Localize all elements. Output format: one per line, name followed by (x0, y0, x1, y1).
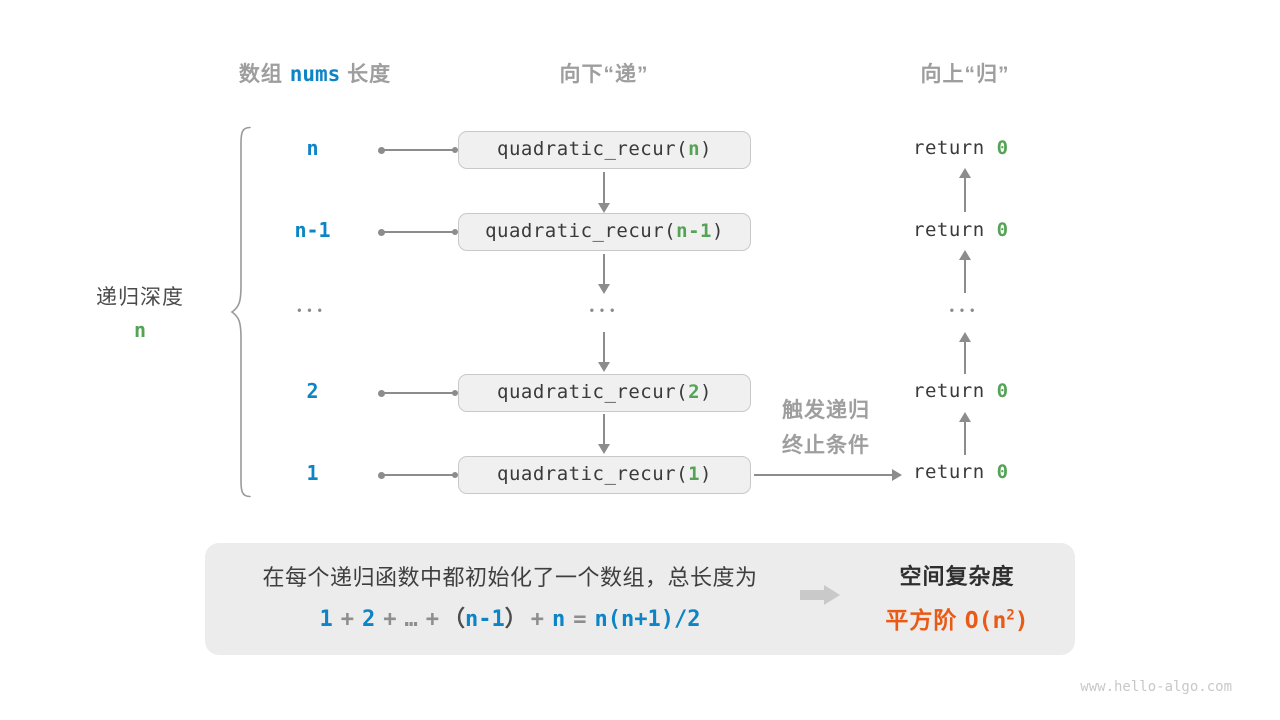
connector-dot (452, 390, 458, 396)
header-array-pre: 数组 (238, 63, 290, 86)
connector-line (378, 228, 458, 236)
header-array-length: 数组 nums 长度 (200, 58, 430, 88)
call-box-1: quadratic_recur(1) (458, 456, 751, 494)
trigger-note-line2: 终止条件 (782, 434, 870, 457)
summary-formula: 1+2+…+（n-1）+n=n(n+1)/2 (319, 607, 701, 632)
trigger-note-line1: 触发递归 (782, 399, 870, 422)
connector-dot (378, 389, 385, 397)
arrow-down-icon (598, 254, 610, 294)
arrow-down-icon (598, 332, 610, 372)
summary-text: 在每个递归函数中都初始化了一个数组，总长度为 (262, 565, 758, 590)
arrow-up-icon (959, 412, 971, 455)
arrow-up-icon (959, 250, 971, 293)
connector-line (378, 146, 458, 154)
row-label-n-1: n-1 (294, 218, 331, 242)
connector-dot (452, 229, 458, 235)
header-nums-code: nums (289, 62, 341, 86)
complexity-title: 空间复杂度 (899, 564, 1015, 589)
row-label-1: 1 (306, 461, 319, 485)
depth-label: 递归深度 (96, 286, 184, 309)
connector-dot (452, 472, 458, 478)
return-statement: return 0 (913, 380, 1009, 402)
ellipsis-calls: ••• (589, 303, 621, 317)
connector-line (378, 471, 458, 479)
summary-panel (205, 543, 1075, 655)
arrow-up-icon (959, 332, 971, 374)
arrow-up-icon (959, 168, 971, 212)
ellipsis-returns: ••• (949, 303, 981, 317)
ellipsis-labels: ••• (297, 303, 328, 317)
arrow-right-icon (754, 469, 902, 481)
return-statement: return 0 (913, 219, 1009, 241)
connector-dot (378, 471, 385, 479)
connector-dot (452, 147, 458, 153)
arrow-down-icon (598, 414, 610, 454)
return-statement: return 0 (913, 461, 1009, 483)
watermark: www.hello-algo.com (1080, 679, 1232, 695)
header-ascend: 向上“归” (920, 63, 1010, 86)
return-statement: return 0 (913, 137, 1009, 159)
header-descend: 向下“递” (559, 63, 649, 86)
connector-dot (378, 228, 385, 236)
header-array-post: 长度 (340, 63, 392, 86)
row-label-2: 2 (306, 379, 319, 403)
depth-value: n (133, 318, 147, 342)
call-box-n-1: quadratic_recur(n-1) (458, 213, 751, 251)
connector-dot (378, 146, 385, 154)
call-box-2: quadratic_recur(2) (458, 374, 751, 412)
complexity-value: 平方阶 O(n2) (885, 607, 1029, 634)
call-box-n: quadratic_recur(n) (458, 131, 751, 169)
connector-line (378, 389, 458, 397)
row-label-n: n (306, 136, 319, 160)
arrow-down-icon (598, 172, 610, 213)
brace-icon (230, 126, 251, 498)
big-right-arrow-icon (800, 585, 842, 605)
